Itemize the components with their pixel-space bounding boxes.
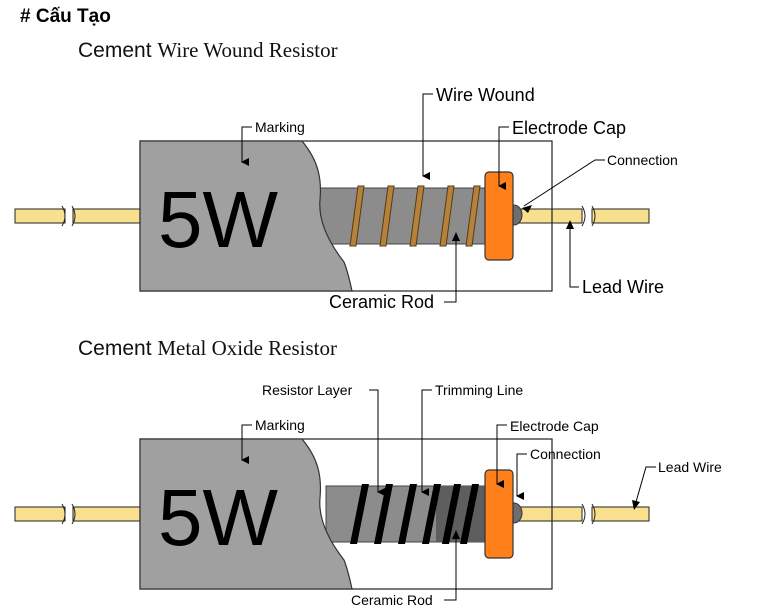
label-trimming-line: Trimming Line (421, 382, 523, 496)
metal-oxide-title: Cement Metal Oxide Resistor (78, 336, 337, 361)
metal-oxide-title-main: Metal Oxide Resistor (157, 336, 338, 360)
resistor-layer-label: Resistor Layer (262, 382, 353, 398)
label-electrode-cap-2: Electrode Cap (496, 418, 599, 488)
label-lead-wire-2: Lead Wire (632, 459, 722, 510)
trimming-lines (350, 484, 479, 544)
ceramic-rod (317, 187, 495, 245)
trimming-line-label: Trimming Line (435, 382, 523, 398)
ceramic-rod-label: Ceramic Rod (329, 292, 434, 312)
electrode-cap-2 (484, 469, 514, 559)
electrode-cap-label-2: Electrode Cap (510, 418, 599, 434)
wire-wound-title: Cement Wire Wound Resistor (78, 38, 338, 63)
label-connection-2: Connection (516, 446, 601, 500)
label-ceramic-rod-2: Ceramic Rod (351, 530, 460, 608)
cement-body (139, 140, 353, 292)
marking-5w: 5W (158, 175, 278, 264)
electrode-cap-label: Electrode Cap (512, 118, 626, 138)
lead-wire-label-2: Lead Wire (658, 459, 722, 475)
wire-wound-diagram: 5W Marking Wire Wound Electrode Cap Conn… (14, 85, 678, 312)
cement-body-2 (139, 438, 353, 590)
connection-label-2: Connection (530, 446, 601, 462)
label-electrode-cap: Electrode Cap (498, 118, 626, 190)
wire-wound-title-prefix: Cement (78, 39, 152, 62)
left-lead-wire (14, 205, 141, 227)
label-marking-2: Marking (241, 417, 305, 464)
label-resistor-layer: Resistor Layer (262, 382, 385, 496)
left-lead-wire-2 (14, 503, 141, 525)
connection-label: Connection (607, 152, 678, 168)
metal-oxide-diagram: 5W Resistor Layer Trimming Line Marking … (14, 382, 722, 608)
label-lead-wire: Lead Wire (566, 220, 664, 297)
rod-dark-section (436, 486, 488, 542)
wire-windings (349, 185, 481, 247)
label-marking: Marking (241, 119, 305, 166)
ceramic-rod-label-2: Ceramic Rod (351, 592, 433, 608)
right-lead-wire (511, 205, 650, 227)
label-wire-wound: Wire Wound (422, 85, 535, 180)
marking-label-2: Marking (255, 417, 305, 433)
page-heading: # Cấu Tạo (20, 6, 111, 27)
right-lead-wire-2 (511, 503, 650, 525)
metal-oxide-title-prefix: Cement (78, 337, 152, 360)
marking-5w-2: 5W (158, 473, 278, 562)
lead-wire-label: Lead Wire (582, 277, 664, 297)
wire-wound-label: Wire Wound (436, 85, 535, 105)
wire-wound-title-main: Wire Wound Resistor (157, 38, 338, 62)
label-connection: Connection (522, 152, 678, 213)
marking-label: Marking (255, 119, 305, 135)
label-ceramic-rod: Ceramic Rod (329, 232, 460, 312)
